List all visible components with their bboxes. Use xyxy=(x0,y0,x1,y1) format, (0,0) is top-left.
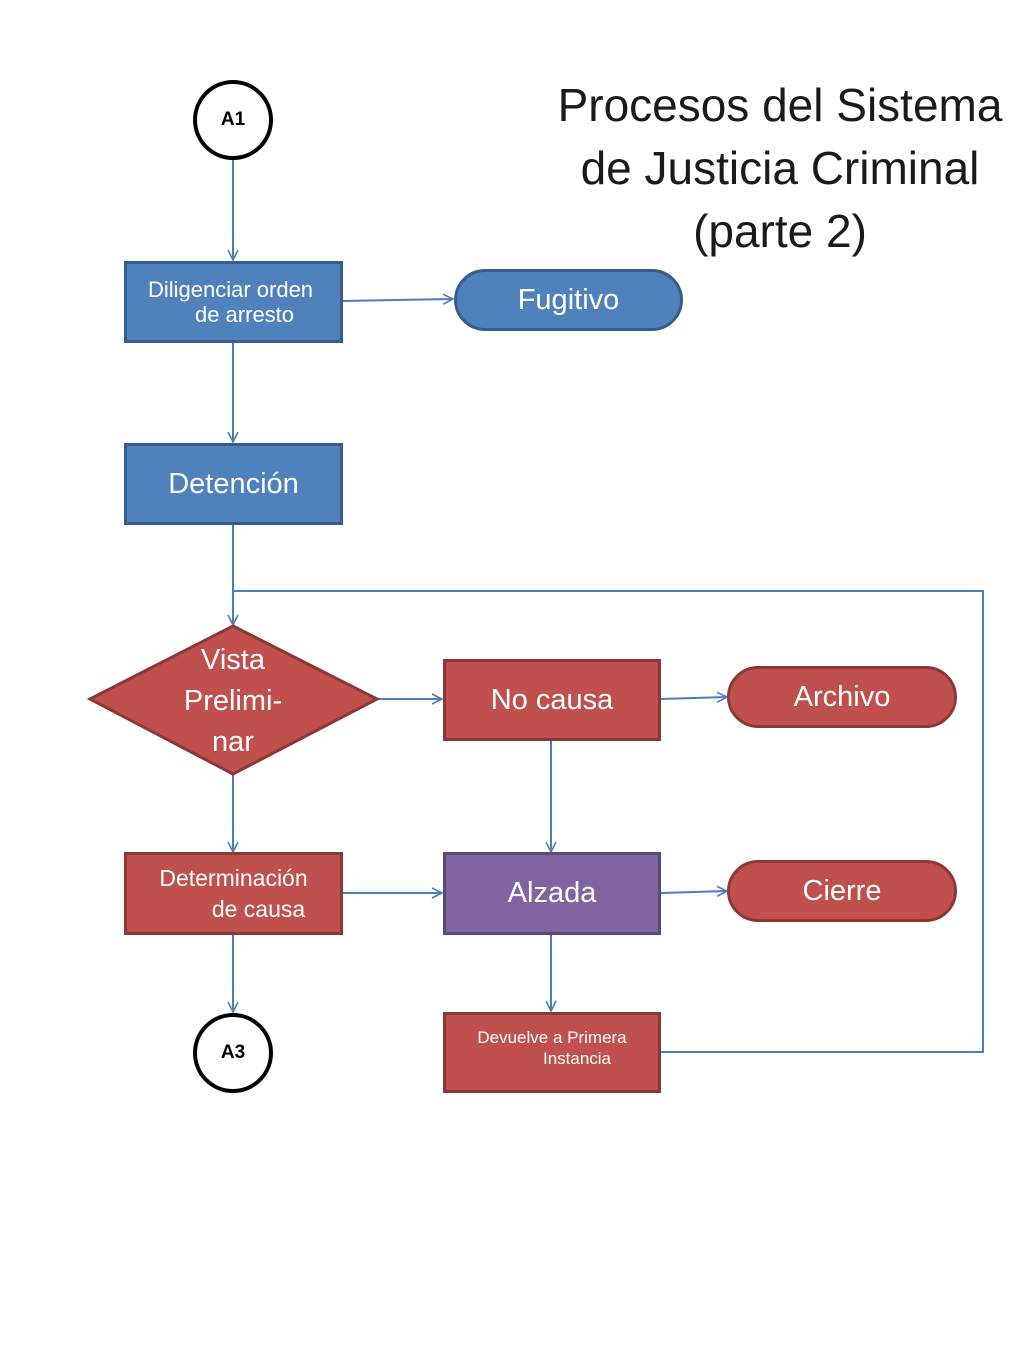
connector-a1-label: A1 xyxy=(220,109,246,130)
node-alzada: Alzada xyxy=(443,852,661,935)
connector-a3: A3 xyxy=(193,1013,273,1093)
connector-a3-label: A3 xyxy=(220,1042,246,1063)
vista-line-2: Prelimi- xyxy=(183,685,283,717)
node-cierre: Cierre xyxy=(727,860,957,922)
node-diligenciar-orden: Diligenciar orden de arresto xyxy=(124,261,343,343)
devuelve-line-1: Devuelve a Primera xyxy=(477,1027,627,1047)
arrow-no-causa-to-archivo xyxy=(660,697,727,699)
determinacion-line-1: Determinación xyxy=(159,864,308,891)
node-no-causa: No causa xyxy=(443,659,661,741)
title-line-1: Procesos del Sistema xyxy=(557,79,1003,131)
determinacion-line-2: de causa xyxy=(211,895,306,922)
alzada-label: Alzada xyxy=(507,877,597,909)
vista-line-3: nar xyxy=(212,726,254,758)
cierre-label: Cierre xyxy=(802,874,882,907)
title-line-3: (parte 2) xyxy=(693,205,867,257)
node-devuelve-primera-instancia: Devuelve a Primera Instancia xyxy=(443,1012,661,1093)
node-vista-preliminar: Vista Prelimi- nar xyxy=(150,640,316,763)
detencion-label: Detención xyxy=(168,467,299,500)
no-causa-label: No causa xyxy=(490,683,614,716)
archivo-label: Archivo xyxy=(793,680,891,713)
loop-return-line xyxy=(233,590,984,1053)
node-archivo: Archivo xyxy=(727,666,957,728)
arrow-alzada-to-cierre xyxy=(660,891,727,893)
diligenciar-line-2: de arresto xyxy=(194,302,295,327)
node-determinacion-causa: Determinación de causa xyxy=(124,852,343,935)
node-fugitivo: Fugitivo xyxy=(454,269,683,331)
vista-preliminar-diamond xyxy=(86,624,381,776)
vista-line-1: Vista xyxy=(201,644,265,676)
arrow-diligenciar-to-fugitivo xyxy=(342,299,453,301)
title-line-2: de Justicia Criminal xyxy=(580,142,980,194)
fugitivo-label: Fugitivo xyxy=(517,283,620,316)
connector-a1: A1 xyxy=(193,80,273,160)
devuelve-line-2: Instancia xyxy=(542,1048,612,1068)
page-title: Procesos del Sistema de Justicia Crimina… xyxy=(540,74,1020,263)
node-detencion: Detención xyxy=(124,443,343,525)
diligenciar-line-1: Diligenciar orden xyxy=(147,277,314,302)
